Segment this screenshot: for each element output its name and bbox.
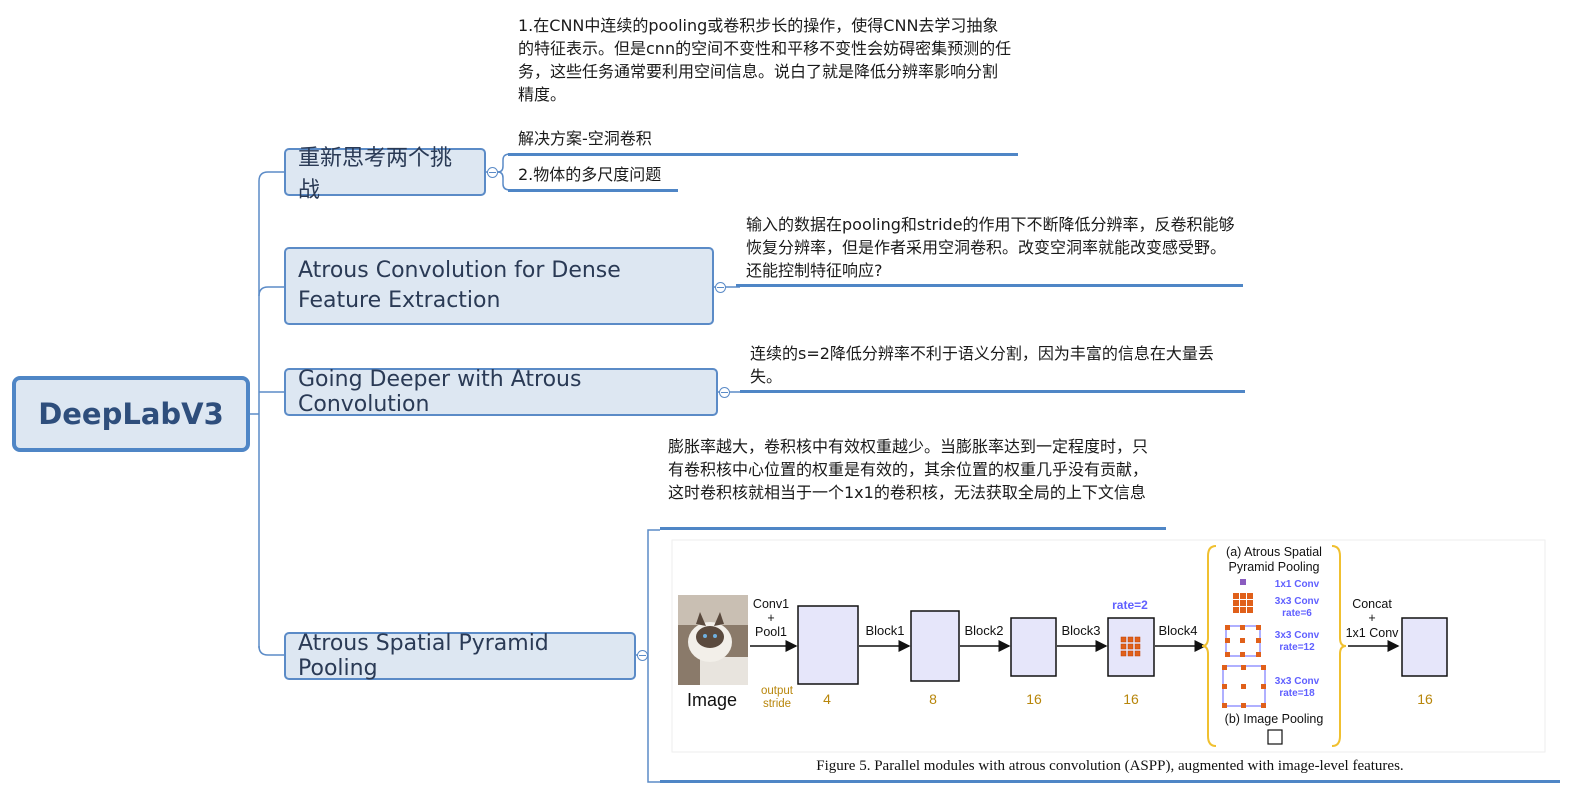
note-text: 输入的数据在pooling和stride的作用下不断降低分辨率，反卷积能够恢复分… <box>746 215 1235 280</box>
figure-caption: Figure 5. Parallel modules with atrous c… <box>816 758 1404 774</box>
note-text: 膨胀率越大，卷积核中有效权重越少。当膨胀率达到一定程度时，只有卷积核中心位置的权… <box>668 437 1149 502</box>
left-brace <box>1201 545 1217 747</box>
right-brace <box>1331 545 1347 747</box>
aspp-title-line1: (a) Atrous Spatial <box>1226 545 1322 559</box>
concat-label-line2: + <box>1368 611 1375 625</box>
kernel-rate12 <box>1225 625 1261 657</box>
aspp-figure: Image Conv1 + Pool1 output stride Block1… <box>671 539 1546 753</box>
topic-label: Atrous Spatial Pyramid Pooling <box>298 631 549 681</box>
topic-label: Atrous Convolution for Dense Feature Ext… <box>298 258 621 313</box>
collapse-toggle[interactable] <box>719 387 730 398</box>
kernel-rate6 <box>1233 593 1253 613</box>
stride-value: 4 <box>823 691 831 707</box>
note-underline <box>508 153 1018 156</box>
note-underline <box>736 284 1243 287</box>
topic-aspp[interactable]: Atrous Spatial Pyramid Pooling <box>284 631 636 681</box>
stride-value: 8 <box>929 691 937 707</box>
feature-box-stride-8 <box>910 610 960 682</box>
note-solution: 解决方案-空洞卷积 <box>518 129 652 148</box>
kernel-rate18 <box>1222 665 1266 708</box>
rate-label: rate=2 <box>1112 598 1148 612</box>
collapse-toggle[interactable] <box>637 650 648 661</box>
output-stride-line2: stride <box>763 698 791 710</box>
image-pooling-label: (b) Image Pooling <box>1225 712 1324 726</box>
aspp-conv-rate: rate=18 <box>1279 688 1315 699</box>
concat-label-line3: 1x1 Conv <box>1346 626 1400 640</box>
conv1-label-line2: + <box>767 611 774 625</box>
image-pooling-box <box>1267 729 1283 745</box>
collapse-toggle[interactable] <box>715 282 726 293</box>
aspp-conv-label: 3x3 Conv <box>1275 676 1320 687</box>
aspp-conv-label: 1x1 Conv <box>1275 579 1320 590</box>
aspp-conv-rate: rate=6 <box>1282 608 1312 619</box>
conv1-label-line3: Pool1 <box>755 625 787 639</box>
conv1-label-line1: Conv1 <box>753 597 789 611</box>
root-topic-label: DeepLabV3 <box>38 397 224 431</box>
aspp-title-line2: Pyramid Pooling <box>1228 560 1319 574</box>
kernel-1x1 <box>1240 579 1246 585</box>
block-label: Block4 <box>1158 623 1197 638</box>
aspp-conv-label: 3x3 Conv <box>1275 630 1320 641</box>
feature-box-stride-4 <box>797 605 859 685</box>
block-label: Block2 <box>964 623 1003 638</box>
note-text: 连续的s=2降低分辨率不利于语义分割，因为丰富的信息在大量丢失。 <box>750 344 1214 386</box>
concat-label-line1: Concat <box>1352 597 1392 611</box>
collapse-toggle[interactable] <box>487 167 498 178</box>
feature-box-output <box>1401 617 1448 677</box>
figure-underline <box>660 780 1560 783</box>
note-underline <box>660 527 1166 530</box>
block-label: Block3 <box>1061 623 1100 638</box>
note-text: 1.在CNN中连续的pooling或卷积步长的操作，使得CNN去学习抽象的特征表… <box>518 16 1012 104</box>
note-underline <box>740 390 1245 393</box>
output-stride-line1: output <box>761 685 794 697</box>
topic-atrous-dense-feature[interactable]: Atrous Convolution for Dense Feature Ext… <box>284 247 714 325</box>
stride-value: 16 <box>1026 691 1042 707</box>
topic-label: Going Deeper with Atrous Convolution <box>298 367 582 417</box>
image-label: Image <box>687 690 737 710</box>
root-topic-deeplabv3[interactable]: DeepLabV3 <box>12 376 250 452</box>
note-underline <box>508 189 678 192</box>
aspp-conv-rate: rate=12 <box>1279 642 1315 653</box>
topic-rethinking-challenges[interactable]: 重新思考两个挑战 <box>284 146 486 203</box>
stride-value: 16 <box>1417 691 1433 707</box>
block-label: Block1 <box>865 623 904 638</box>
input-image <box>678 595 748 685</box>
note-multiscale: 2.物体的多尺度问题 <box>518 165 662 184</box>
topic-going-deeper[interactable]: Going Deeper with Atrous Convolution <box>284 367 718 417</box>
atrous-kernel-rate2 <box>1120 636 1141 657</box>
feature-box-stride-16 <box>1010 617 1057 677</box>
topic-label: 重新思考两个挑战 <box>298 146 453 203</box>
aspp-conv-label: 3x3 Conv <box>1275 596 1320 607</box>
stride-value: 16 <box>1123 691 1139 707</box>
